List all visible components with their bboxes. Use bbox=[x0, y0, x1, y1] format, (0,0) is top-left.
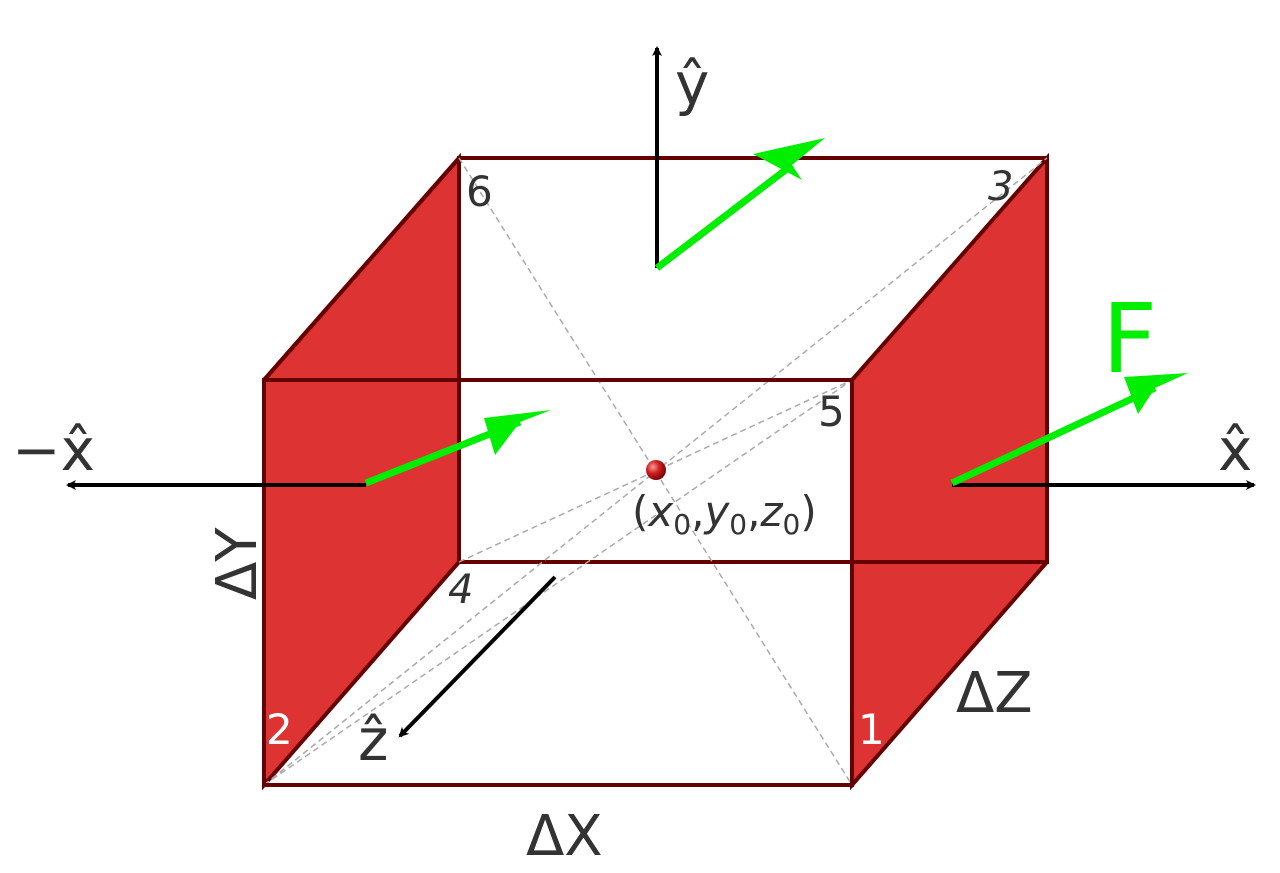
delta-z-label: ΔZ bbox=[956, 661, 1033, 726]
center-coordinate-label: (x0,y0,z0) bbox=[632, 487, 817, 541]
face-label-3: 3 bbox=[988, 164, 1013, 210]
left-face bbox=[262, 152, 461, 791]
force-label: F bbox=[1102, 283, 1157, 395]
field-arrow-left-head bbox=[484, 410, 551, 455]
top-left-edge bbox=[262, 156, 461, 382]
field-arrow-right-head bbox=[1124, 373, 1188, 414]
field-arrow-right bbox=[950, 384, 1157, 487]
neg-x-axis-label: −x̂ bbox=[12, 416, 95, 484]
front-face bbox=[262, 378, 854, 787]
face-label-1: 1 bbox=[858, 705, 885, 754]
field-arrow-top-head bbox=[753, 138, 825, 180]
delta-x-label: ΔX bbox=[526, 804, 603, 869]
face-label-6: 6 bbox=[466, 167, 493, 216]
field-arrow-top bbox=[654, 162, 795, 271]
delta-y-label: ΔY bbox=[205, 527, 270, 600]
face-label-2: 2 bbox=[266, 705, 293, 754]
z-axis-label: ẑ bbox=[358, 706, 388, 774]
center-point bbox=[646, 460, 666, 480]
z-axis-arrow bbox=[398, 575, 557, 738]
x-axis-label: x̂ bbox=[1218, 416, 1252, 484]
y-axis-label: ŷ bbox=[675, 50, 709, 118]
face-label-5: 5 bbox=[818, 387, 845, 436]
field-arrows bbox=[364, 138, 1188, 487]
face-label-4: 4 bbox=[448, 567, 473, 613]
